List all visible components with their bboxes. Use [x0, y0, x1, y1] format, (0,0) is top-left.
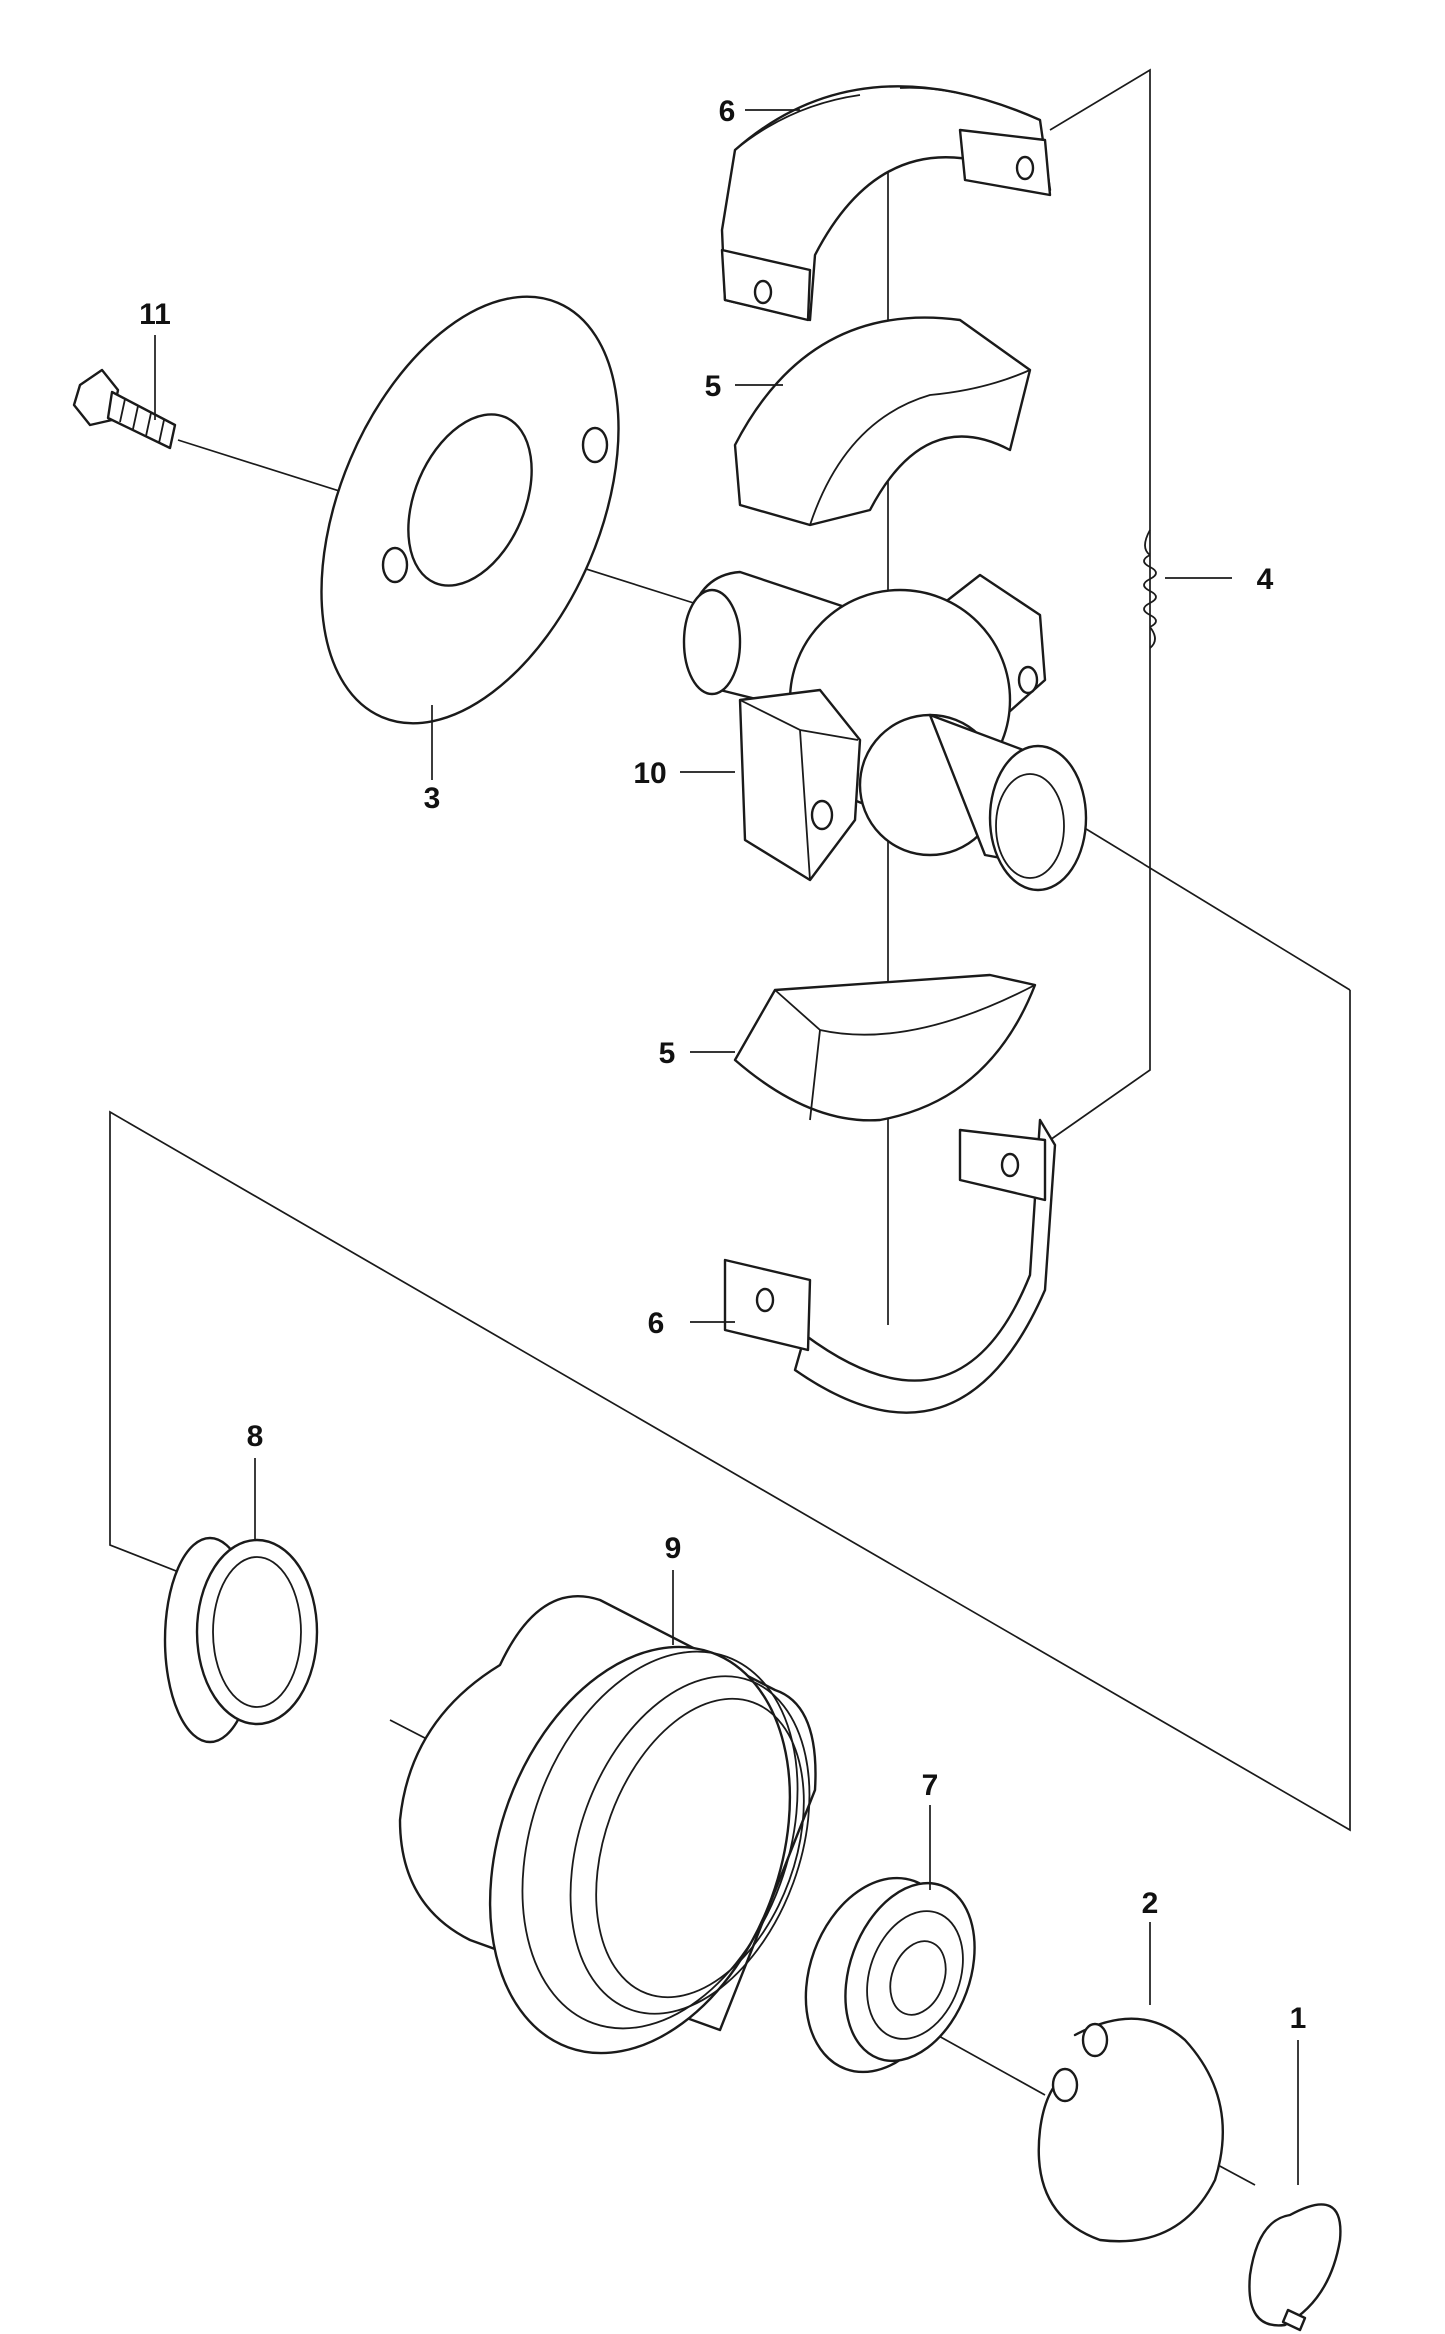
part-9-drum — [398, 1595, 817, 2055]
part-7-bearing — [804, 1876, 976, 2074]
part-6-lower-shoe — [723, 1118, 1057, 1414]
callout-9: 9 — [665, 1532, 682, 1565]
callout-leader-lines — [154, 109, 1299, 2185]
callout-11: 11 — [139, 298, 171, 331]
callout-6-upper: 6 — [719, 95, 736, 128]
callout-5-upper: 5 — [705, 370, 722, 403]
callout-labels: 1 2 3 4 5 5 6 6 7 8 9 10 11 — [139, 95, 1306, 2035]
part-8-bushing — [163, 1536, 319, 1744]
part-3-plate — [320, 295, 620, 725]
callout-5-lower: 5 — [659, 1037, 676, 1070]
part-4-spring — [1143, 529, 1157, 649]
callout-7: 7 — [922, 1769, 939, 1802]
callout-2: 2 — [1142, 1887, 1159, 1920]
part-5-upper-weight — [733, 316, 1032, 527]
part-10-clutch-hub — [682, 570, 1088, 892]
callout-4: 4 — [1257, 563, 1274, 596]
callout-3: 3 — [424, 782, 441, 815]
part-6-upper-shoe — [720, 85, 1052, 322]
part-2-circlip — [1037, 2017, 1225, 2243]
callout-10: 10 — [633, 757, 666, 790]
part-1-circlip — [1248, 2203, 1342, 2332]
part-5-lower-weight — [733, 973, 1037, 1122]
part-11-bolt — [72, 368, 177, 450]
callout-8: 8 — [247, 1420, 264, 1453]
callout-1: 1 — [1290, 2002, 1307, 2035]
callout-6-lower: 6 — [648, 1307, 665, 1340]
